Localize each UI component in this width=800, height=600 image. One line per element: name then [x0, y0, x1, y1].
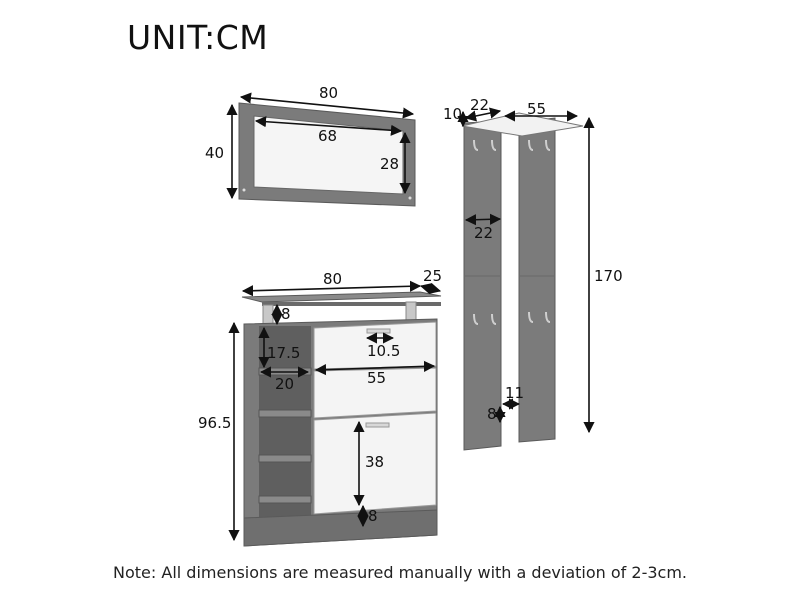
coat-rack-depth-label: 10	[443, 105, 462, 123]
cabinet-shelf	[258, 454, 312, 463]
cabinet-handle-label: 10.5	[367, 342, 400, 360]
coat-hooks	[473, 139, 551, 325]
cabinet-post-left	[262, 304, 274, 326]
coat-rack-mid-width-label: 22	[474, 224, 493, 242]
cabinet-door	[313, 412, 437, 515]
coat-rack-height-label: 170	[594, 267, 623, 285]
cabinet-shelf	[258, 495, 312, 504]
coat-rack	[461, 112, 584, 451]
cabinet-door-height-label: 38	[365, 453, 384, 471]
unit-title: UNIT:CM	[127, 18, 269, 57]
cabinet-height-label: 96.5	[198, 414, 231, 432]
cabinet-shelf-width-label: 20	[275, 375, 294, 393]
measurement-note: Note: All dimensions are measured manual…	[113, 563, 687, 582]
cabinet-shelf-height-label: 17.5	[267, 344, 300, 362]
cabinet-shelf	[258, 409, 312, 418]
coat-rack-right-panel	[518, 117, 556, 443]
shoe-cabinet	[241, 291, 442, 547]
mirror-outer-height-label: 40	[205, 144, 224, 162]
coat-rack-left-panel	[463, 120, 502, 451]
cabinet-top-gap-label: 8	[281, 305, 291, 323]
door-handle	[365, 422, 390, 428]
cabinet-base-label: 8	[368, 507, 378, 525]
cabinet-width-label: 80	[323, 270, 342, 288]
mirror-inner-width-label: 68	[318, 127, 337, 145]
cabinet-post-right	[405, 301, 417, 322]
coat-rack-gap-label: 11	[505, 384, 524, 402]
drawer-handle	[366, 328, 391, 334]
coat-rack-panel-width-label: 22	[470, 96, 489, 114]
cabinet-depth-label: 25	[423, 267, 442, 285]
mirror-inner-height-label: 28	[380, 155, 399, 173]
coat-rack-shelf-width-label: 55	[527, 100, 546, 118]
cabinet-drawer-top	[313, 321, 437, 370]
mirror-outer-width-label: 80	[319, 84, 338, 102]
cabinet-drawer-width-label: 55	[367, 369, 386, 387]
coat-rack-bottom-label: 8	[487, 405, 497, 423]
cabinet-top	[241, 291, 442, 303]
